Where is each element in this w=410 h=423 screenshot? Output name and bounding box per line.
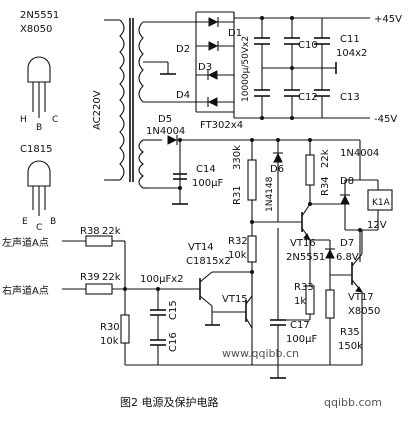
d1-label: D1 xyxy=(228,28,242,39)
transformer-label: AC220V xyxy=(92,90,103,130)
r33-label: R33 xyxy=(294,282,314,293)
c13-label: C13 xyxy=(340,92,360,103)
pinout-pin-h: H xyxy=(20,115,27,125)
d6-label: D6 xyxy=(270,164,284,175)
relay-label: K1A xyxy=(372,198,391,208)
cmain-label: 10000μ/50Vx2 xyxy=(241,36,251,102)
pinout-pin-b: B xyxy=(36,123,42,133)
pinout-pin-c: C xyxy=(52,115,58,125)
pinout-pin-e: E xyxy=(22,217,28,227)
r35-value: 150k xyxy=(338,341,363,352)
relay-voltage: 12V xyxy=(367,220,387,231)
watermark-center: www.qqibb.cn xyxy=(222,347,299,360)
d8-value: 1N4004 xyxy=(340,148,379,159)
vt17-value: X8050 xyxy=(348,306,380,317)
pinout-pin-b2: B xyxy=(50,217,56,227)
r32-label: R32 xyxy=(228,236,248,247)
input-right: 右声道A点 xyxy=(2,284,49,297)
c17-label: C17 xyxy=(290,320,310,331)
figure-caption: 图2 电源及保护电路 xyxy=(120,395,219,409)
c15-label: C15 xyxy=(168,300,179,320)
c16-label: C16 xyxy=(168,332,179,352)
d2-label: D2 xyxy=(176,44,190,55)
d5-value: 1N4004 xyxy=(146,126,185,137)
bridge-label: FT302x4 xyxy=(200,120,243,131)
vt16-value: 2N5551 xyxy=(286,252,325,263)
vt16-label: VT16 xyxy=(290,238,316,249)
cin-label: 100μFx2 xyxy=(140,274,183,285)
pinout-model-2: X8050 xyxy=(20,24,52,35)
d8-label: D8 xyxy=(340,176,354,187)
r39-value: 22k xyxy=(102,272,121,283)
watermark-corner: qqibb.com xyxy=(324,396,382,409)
vt17-label: VT17 xyxy=(348,292,374,303)
vt14-label: VT14 xyxy=(188,242,214,253)
r33-value: 1k xyxy=(294,296,306,307)
d5-label: D5 xyxy=(158,114,172,125)
c17-value: 100μF xyxy=(286,334,317,345)
rail-pos: +45V xyxy=(374,14,402,25)
d6-value: 1N4148 xyxy=(265,176,275,212)
r35-label: R35 xyxy=(340,327,360,338)
d4-label: D4 xyxy=(176,90,190,101)
pinout-model-3: C1815 xyxy=(20,144,52,155)
r30-label: R30 xyxy=(100,322,120,333)
r39-label: R39 xyxy=(80,272,100,283)
input-left: 左声道A点 xyxy=(2,236,49,249)
r32-value: 10k xyxy=(228,250,247,261)
c11-label: C11 xyxy=(340,34,360,45)
pinout-pin-c2: C xyxy=(36,223,42,233)
c12-label: C12 xyxy=(298,92,318,103)
wiring xyxy=(27,11,393,379)
pinout-model-1: 2N5551 xyxy=(20,10,59,21)
c14-label: C14 xyxy=(196,164,216,175)
c14-value: 100μF xyxy=(192,178,223,189)
r38-label: R38 xyxy=(80,226,100,237)
d7-label: D7 xyxy=(340,238,354,249)
r30-value: 10k xyxy=(100,336,119,347)
rail-neg: -45V xyxy=(374,114,397,125)
r34-value: 22k xyxy=(320,149,331,168)
c11-value: 104x2 xyxy=(336,48,367,59)
r31-label: R31 xyxy=(232,185,243,205)
vt15-label: VT15 xyxy=(222,294,248,305)
r31-value: 330k xyxy=(232,145,243,170)
r38-value: 22k xyxy=(102,226,121,237)
c10-label: C10 xyxy=(298,40,318,51)
d7-value: 6.8V xyxy=(336,252,359,263)
vt14-value: C1815x2 xyxy=(186,256,231,267)
r34-label: R34 xyxy=(320,176,331,196)
d3-label: D3 xyxy=(198,62,212,73)
